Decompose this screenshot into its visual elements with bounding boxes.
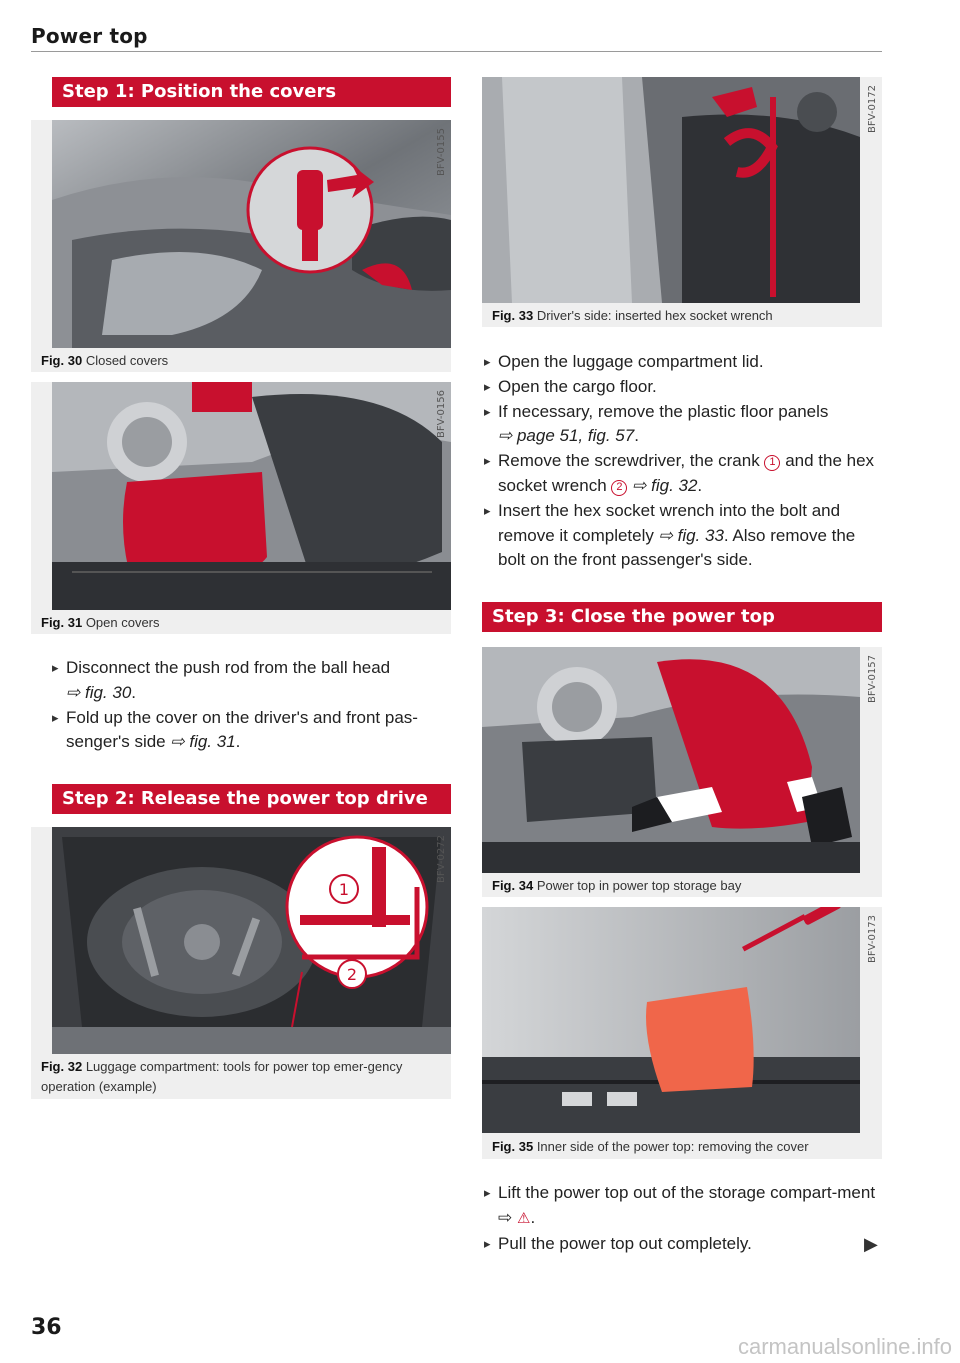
hex-wrench-photo — [482, 77, 860, 303]
figure-35-caption-text: Inner side of the power top: removing th… — [536, 1139, 809, 1154]
cross-reference[interactable]: ⇨ fig. 31 — [170, 732, 236, 752]
figure-34-number: Fig. 34 — [492, 878, 534, 893]
figure-31-caption: Fig. 31 Open covers — [41, 613, 160, 633]
inner-cover-photo — [482, 907, 860, 1133]
figure-30-number: Fig. 30 — [41, 353, 83, 368]
step1-heading: Step 1: Position the covers — [52, 77, 451, 107]
figure-35-caption: Fig. 35 Inner side of the power top: rem… — [492, 1137, 809, 1157]
figure-32-caption-text: Luggage compartment: tools for power top… — [41, 1059, 403, 1094]
header-divider — [31, 51, 882, 52]
figure-33-caption-text: Driver's side: inserted hex socket wrenc… — [536, 308, 773, 323]
figure-31-caption-text: Open covers — [85, 615, 160, 630]
step2-heading: Step 2: Release the power top drive — [52, 784, 451, 814]
instruction-text: Remove the screwdriver, the crank — [498, 451, 760, 471]
page-number: 36 — [31, 1315, 62, 1340]
cross-reference[interactable]: ⇨ — [498, 1207, 513, 1227]
instruction-text: Open the cargo floor. — [498, 376, 657, 396]
instruction-text: Pull the power top out completely. — [498, 1233, 752, 1253]
list-item: If necessary, remove the plastic floor p… — [484, 400, 884, 450]
callout-2-marker: 2 — [611, 479, 628, 496]
instruction-text: Insert the hex socket wrench into the bo… — [498, 500, 841, 545]
list-item: Pull the power top out completely. — [484, 1232, 884, 1257]
figure-32: 1 2 BFV-0272 Fig. 32 Luggage compartment… — [31, 827, 451, 1099]
cross-reference[interactable]: ⇨ fig. 32 — [632, 475, 698, 495]
figure-34-caption-text: Power top in power top storage bay — [536, 878, 742, 893]
figure-35-number: Fig. 35 — [492, 1139, 534, 1154]
figure-34: BFV-0157 Fig. 34 Power top in power top … — [482, 647, 882, 897]
list-item: Insert the hex socket wrench into the bo… — [484, 499, 884, 573]
figure-31-id: BFV-0156 — [436, 390, 447, 438]
figure-32-id: BFV-0272 — [436, 835, 447, 883]
figure-35-id: BFV-0173 — [867, 915, 878, 963]
instruction-text: Fold up the cover on the driver's and fr… — [66, 707, 418, 752]
figure-32-number: Fig. 32 — [41, 1059, 83, 1074]
instruction-text: Open the luggage compartment lid. — [498, 352, 764, 371]
cross-reference[interactable]: ⇨ fig. 33 — [658, 525, 724, 545]
figure-33-caption: Fig. 33 Driver's side: inserted hex sock… — [492, 306, 773, 326]
instruction-text: Disconnect the push rod from the ball he… — [66, 658, 391, 677]
step2-instructions: Open the luggage compartment lid. Open t… — [484, 350, 884, 573]
figure-33-number: Fig. 33 — [492, 308, 534, 323]
step1-instructions: Disconnect the push rod from the ball he… — [52, 656, 447, 755]
figure-30: BFV-0155 Fig. 30 Closed covers — [31, 120, 451, 372]
step3-instructions: Lift the power top out of the storage co… — [484, 1181, 884, 1256]
list-item: Open the cargo floor. — [484, 375, 884, 400]
figure-30-id: BFV-0155 — [436, 128, 447, 176]
list-item: Remove the screwdriver, the crank 1 and … — [484, 449, 884, 499]
watermark: carmanualsonline.info — [737, 1334, 952, 1359]
punctuation: . — [235, 732, 241, 752]
cross-reference[interactable]: ⇨ page 51, fig. 57 — [498, 426, 635, 446]
open-covers-photo — [52, 382, 451, 610]
callout-2: 2 — [347, 965, 357, 984]
figure-35: BFV-0173 Fig. 35 Inner side of the power… — [482, 907, 882, 1159]
list-item: Open the luggage compartment lid. — [484, 350, 884, 375]
warning-icon[interactable]: ⚠ — [516, 1209, 531, 1227]
step3-heading: Step 3: Close the power top — [482, 602, 882, 632]
figure-30-caption-text: Closed covers — [85, 353, 169, 368]
callout-1: 1 — [339, 880, 349, 899]
figure-33-id: BFV-0172 — [867, 85, 878, 133]
figure-31-number: Fig. 31 — [41, 615, 83, 630]
instruction-text: . Also remove the bolt on the front pass… — [498, 525, 856, 570]
continue-arrow-icon: ▶ — [864, 1234, 878, 1255]
list-item: Fold up the cover on the driver's and fr… — [52, 706, 447, 756]
page-header-title: Power top — [31, 24, 148, 48]
list-item: Disconnect the push rod from the ball he… — [52, 656, 447, 706]
figure-33: BFV-0172 Fig. 33 Driver's side: inserted… — [482, 77, 882, 327]
figure-32-caption: Fig. 32 Luggage compartment: tools for p… — [41, 1057, 436, 1097]
figure-31: BFV-0156 Fig. 31 Open covers — [31, 382, 451, 634]
figure-34-caption: Fig. 34 Power top in power top storage b… — [492, 876, 741, 896]
cross-reference[interactable]: ⇨ fig. 30 — [66, 682, 132, 702]
figure-34-id: BFV-0157 — [867, 655, 878, 703]
luggage-compartment-photo: 1 2 — [52, 827, 451, 1054]
list-item: Lift the power top out of the storage co… — [484, 1181, 884, 1232]
callout-1-marker: 1 — [764, 455, 781, 472]
instruction-text: and the hex socket wrench — [498, 451, 875, 495]
instruction-text: Lift the power top out of the storage co… — [498, 1183, 876, 1202]
figure-30-caption: Fig. 30 Closed covers — [41, 351, 168, 371]
closed-covers-photo — [52, 120, 451, 348]
instruction-text: If necessary, remove the plastic floor p… — [498, 401, 829, 421]
punctuation: . — [131, 682, 137, 702]
power-top-storage-photo — [482, 647, 860, 873]
